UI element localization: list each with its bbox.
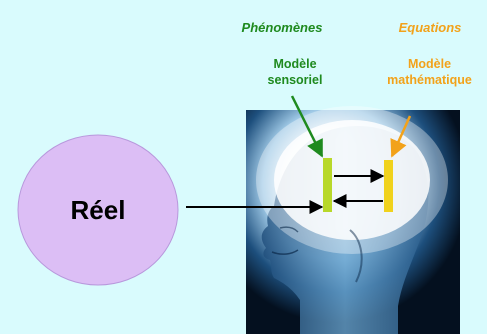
math-model-label-line1: Modèle [372,56,487,72]
reality-label: Réel [38,196,158,224]
sensory-model-bar [323,158,332,212]
sensory-model-label: Modèle sensoriel [240,56,350,88]
phenomena-heading: Phénomènes [222,20,342,36]
head-illustration [246,106,460,334]
math-model-bar [384,160,393,212]
sensory-model-label-line2: sensoriel [240,72,350,88]
sensory-model-label-line1: Modèle [240,56,350,72]
math-model-label-line2: mathématique [372,72,487,88]
equations-heading: Equations [380,20,480,36]
math-model-label: Modèle mathématique [372,56,487,88]
